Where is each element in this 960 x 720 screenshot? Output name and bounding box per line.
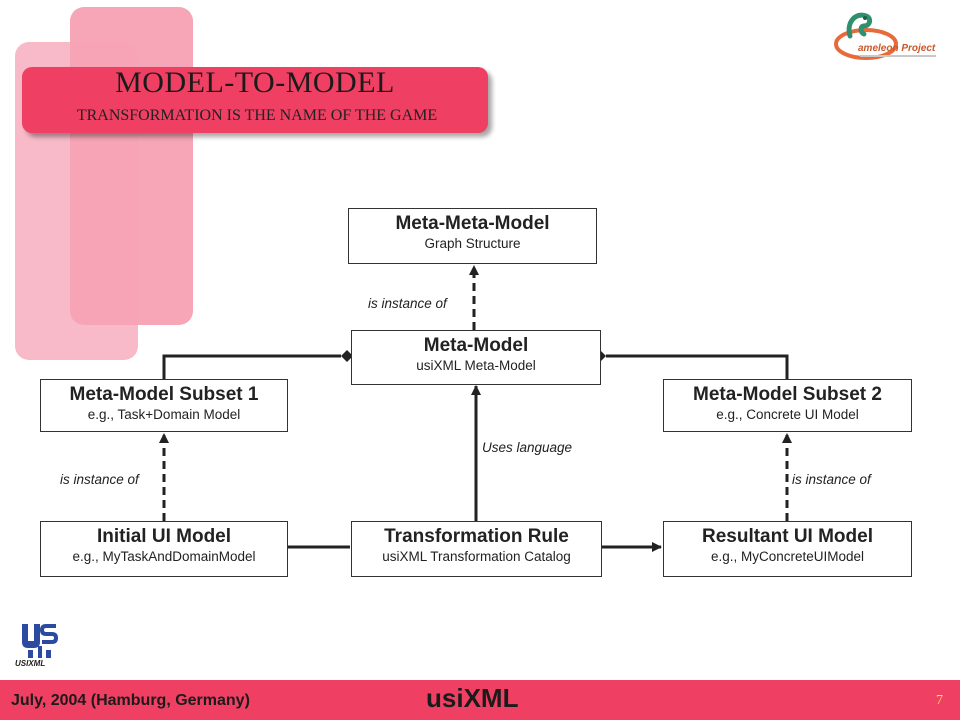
- node-title: Meta-Model Subset 1: [69, 384, 259, 405]
- footer-brand: usiXML: [426, 683, 519, 713]
- node-title: Meta-Model: [423, 335, 529, 356]
- edge-subset2-to-meta-model: [606, 354, 789, 379]
- aggregation-diamond-left-icon: [341, 350, 353, 362]
- node-meta-model-subset-2: Meta-Model Subset 2 e.g., Concrete UI Mo…: [663, 379, 912, 432]
- edge-label-right-instance: is instance of: [792, 472, 871, 487]
- edge-label-uses-language: Uses language: [482, 440, 573, 455]
- node-title: Transformation Rule: [384, 526, 569, 547]
- node-resultant-ui-model: Resultant UI Model e.g., MyConcreteUIMod…: [663, 521, 912, 577]
- node-meta-model-subset-1: Meta-Model Subset 1 e.g., Task+Domain Mo…: [40, 379, 288, 432]
- usixml-logo: USIXML: [15, 624, 59, 668]
- edge-subset1-to-meta-model: [162, 354, 341, 379]
- edge-label-left-instance: is instance of: [60, 472, 139, 487]
- node-title: Initial UI Model: [96, 526, 232, 547]
- node-subtitle: usiXML Transformation Catalog: [382, 549, 571, 564]
- cameleon-project-logo: ameleon Project: [834, 12, 936, 60]
- node-title: Resultant UI Model: [701, 526, 873, 547]
- node-subtitle: e.g., MyConcreteUIModel: [710, 549, 865, 564]
- edge-label-meta-instance: is instance of: [368, 296, 447, 311]
- node-subtitle: e.g., MyTaskAndDomainModel: [72, 549, 256, 564]
- footer-date: July, 2004 (Hamburg, Germany): [11, 692, 250, 709]
- node-transformation-rule: Transformation Rule usiXML Transformatio…: [351, 521, 602, 577]
- node-meta-meta-model: Meta-Meta-Model Graph Structure: [348, 208, 597, 264]
- cameleon-logo-text: ameleon Project: [858, 43, 936, 54]
- footer-bar: [0, 680, 960, 720]
- node-subtitle: usiXML Meta-Model: [416, 358, 536, 373]
- node-initial-ui-model: Initial UI Model e.g., MyTaskAndDomainMo…: [40, 521, 288, 577]
- slide-subtitle: TRANSFORMATION IS THE NAME OF THE GAME: [76, 107, 438, 124]
- node-meta-model: Meta-Model usiXML Meta-Model: [351, 330, 601, 385]
- node-title: Meta-Meta-Model: [395, 213, 550, 234]
- node-subtitle: e.g., Task+Domain Model: [87, 407, 241, 422]
- usixml-logo-text: USIXML: [15, 659, 45, 668]
- slide-title: MODEL-TO-MODEL: [115, 66, 395, 99]
- node-title: Meta-Model Subset 2: [693, 384, 882, 405]
- title-banner: [22, 67, 488, 133]
- page-number: 7: [936, 693, 943, 708]
- node-subtitle: e.g., Concrete UI Model: [716, 407, 859, 422]
- node-subtitle: Graph Structure: [424, 236, 521, 251]
